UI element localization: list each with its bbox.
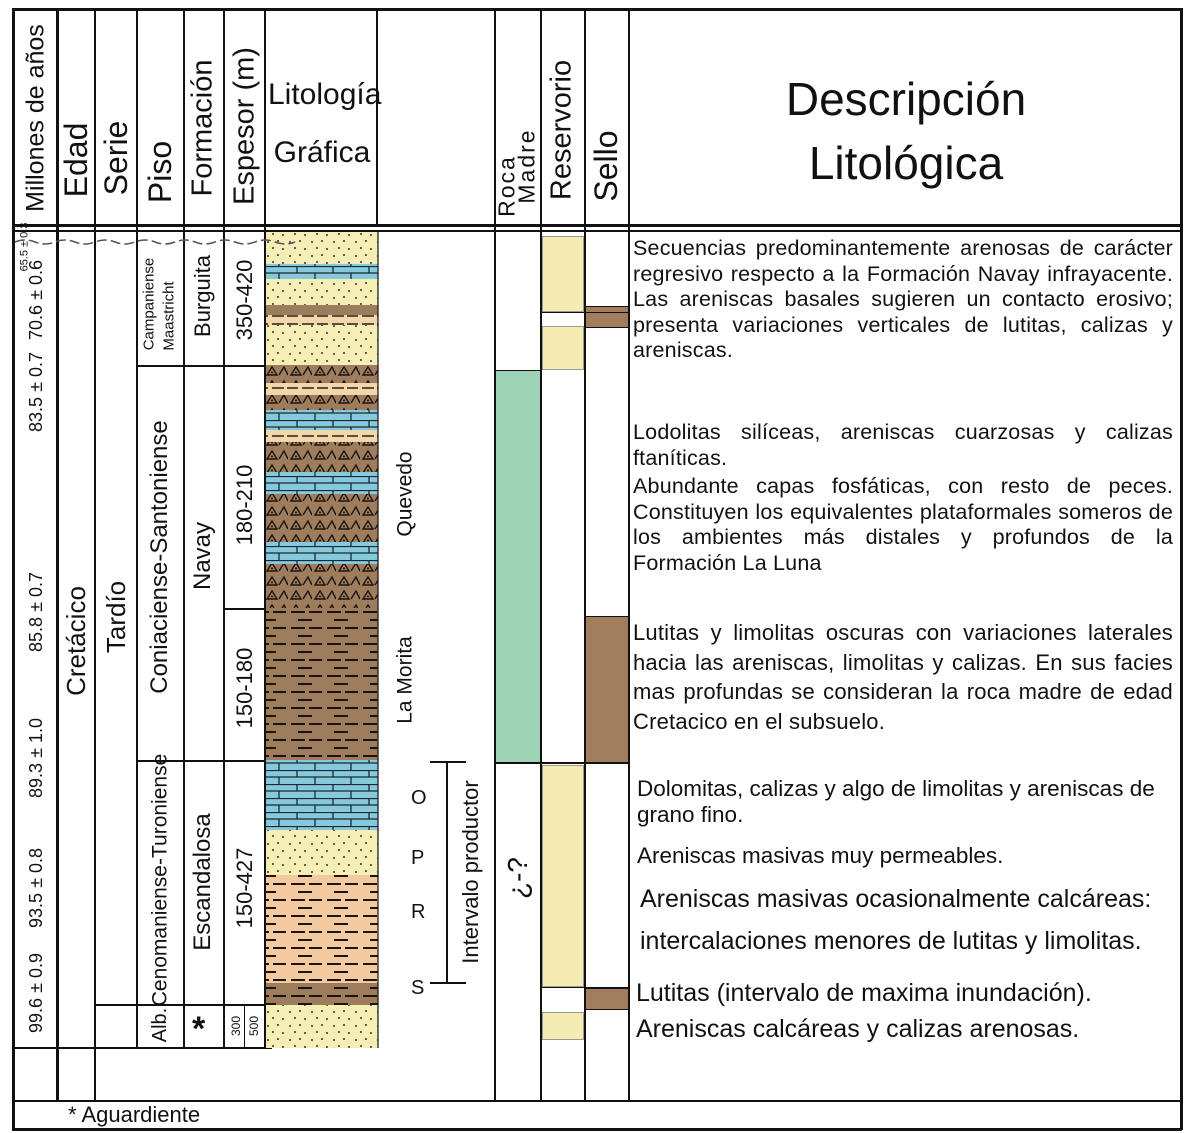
espesor-label: 300: [229, 1015, 243, 1037]
footnote-aguardiente: * Aguardiente: [68, 1102, 201, 1127]
formacion-aguardiente-mark: *: [192, 1010, 206, 1048]
header-edad: Edad: [58, 122, 94, 198]
edad-label: Cretácico: [61, 586, 91, 696]
intervalo-productor-label: Intervalo productor: [458, 780, 483, 964]
piso-cenomaniense: Cenomaniense-Turoniense: [148, 753, 172, 1007]
header-bottom-rule: [12, 224, 1182, 227]
header-litologia-1: Litología: [268, 78, 382, 111]
interval-letter: P: [411, 847, 425, 869]
interval-letter: O: [411, 787, 427, 809]
espesor-label: 150-180: [232, 647, 257, 729]
row-line: [542, 312, 630, 314]
col-line-serie: [136, 8, 138, 1048]
description-quevedo-2: Abundante capas fosfáticas, con resto de…: [633, 474, 1173, 575]
interval-letter: R: [411, 901, 426, 923]
formacion-navay: Navay: [189, 521, 216, 591]
reservoir-block: [542, 765, 584, 987]
reservoir-block: [542, 236, 584, 312]
header-piso: Piso: [142, 140, 178, 204]
description-escandalosa-p: Areniscas masivas muy permeables.: [637, 843, 1004, 868]
espesor-label: 150-427: [232, 847, 257, 929]
piso-campaniense: Campaniense: [140, 257, 158, 351]
description-aguardiente: Areniscas calcáreas y calizas arenosas.: [636, 1015, 1080, 1043]
age-label: 89.3 ± 1.0: [26, 718, 46, 798]
description-quevedo-1: Lodolitas silíceas, areniscas cuarzosas …: [633, 420, 1173, 470]
header-espesor: Espesor (m): [228, 47, 261, 205]
espesor-boundary: [223, 608, 266, 610]
frame-top: [12, 8, 1182, 11]
col-line-edad: [94, 8, 96, 1102]
piso-boundary-3: [94, 1004, 266, 1006]
roca-madre-uncertain: ¿-?: [502, 857, 533, 899]
interval-letter: S: [411, 977, 425, 999]
footer-rule: [12, 1100, 1182, 1102]
frame-bottom: [12, 1128, 1182, 1131]
age-label: 99.6 ± 0.9: [26, 953, 46, 1033]
header-sello: Sello: [588, 130, 624, 202]
col-line-reservorio: [584, 8, 586, 1102]
description-burguita: Secuencias predominantemente arenosas de…: [633, 236, 1173, 362]
header-bottom-rule-2: [12, 230, 1182, 232]
header-formacion: Formación: [186, 59, 219, 197]
description-escandalosa-s: Lutitas (intervalo de maxima inundación)…: [636, 979, 1092, 1007]
col-line-age: [56, 8, 59, 1102]
formacion-burguita: Burguita: [190, 255, 215, 337]
formacion-escandalosa: Escandalosa: [189, 813, 216, 951]
piso-alb: Alb.: [149, 1007, 171, 1043]
header-reservorio: Reservorio: [545, 59, 578, 201]
serie-label: Tardío: [101, 580, 131, 654]
col-line-sello: [628, 8, 630, 1102]
frame-left: [12, 8, 15, 1130]
description-la-morita: Lutitas y limolitas oscuras con variacio…: [633, 620, 1173, 734]
piso-coniaciense: Coniaciense-Santoniense: [146, 420, 173, 694]
header-descripcion-2: Litológica: [808, 137, 1004, 189]
col-line-litologia: [376, 8, 378, 226]
col-line-roca: [540, 8, 542, 1102]
reservoir-block: [542, 326, 584, 370]
espesor-label: 180-210: [232, 464, 257, 546]
col-line-piso: [183, 8, 185, 1048]
age-label: 93.5 ± 0.8: [26, 848, 46, 928]
espesor-label: 350-420: [232, 259, 257, 341]
age-label: 83.5 ± 0.7: [26, 352, 46, 432]
row-line: [542, 987, 630, 989]
col-line-espesor: [264, 8, 266, 1048]
description-escandalosa-r1: Areniscas masivas ocasionalmente calcáre…: [640, 885, 1152, 913]
member-la-morita: La Morita: [393, 636, 417, 724]
description-escandalosa-r2: intercalaciones menores de lutitas y lim…: [640, 927, 1142, 955]
piso-boundary-2: [136, 760, 266, 762]
seal-block: [586, 616, 628, 764]
description-escandalosa-o: Dolomitas, calizas y algo de limolitas y…: [637, 776, 1155, 827]
roca-madre-block: [496, 370, 540, 764]
piso-boundary-1: [136, 365, 266, 367]
header-madre: Madre: [513, 128, 540, 204]
espesor-split: [244, 1006, 245, 1048]
reservoir-block: [542, 1012, 584, 1040]
header-age: Millones de años: [21, 24, 50, 212]
header-serie: Serie: [98, 120, 134, 196]
chart-bottom-rule: [12, 1047, 272, 1049]
age-label: 85.8 ± 0.7: [26, 572, 46, 652]
piso-maastricht: Maastricht: [160, 281, 178, 351]
seal-block: [586, 306, 628, 328]
row-line: [496, 762, 630, 764]
seal-block: [586, 988, 628, 1010]
col-line-members: [494, 8, 496, 1102]
header-litologia-2: Gráfica: [273, 136, 371, 169]
col-line-formacion: [223, 8, 225, 1048]
member-quevedo: Quevedo: [393, 451, 417, 537]
header-descripcion-1: Descripción: [785, 73, 1027, 125]
espesor-label: 500: [247, 1015, 261, 1037]
lithology-beds: [266, 232, 379, 1048]
frame-right: [1180, 8, 1183, 1130]
age-label: 70.6 ± 0.6: [26, 260, 46, 340]
